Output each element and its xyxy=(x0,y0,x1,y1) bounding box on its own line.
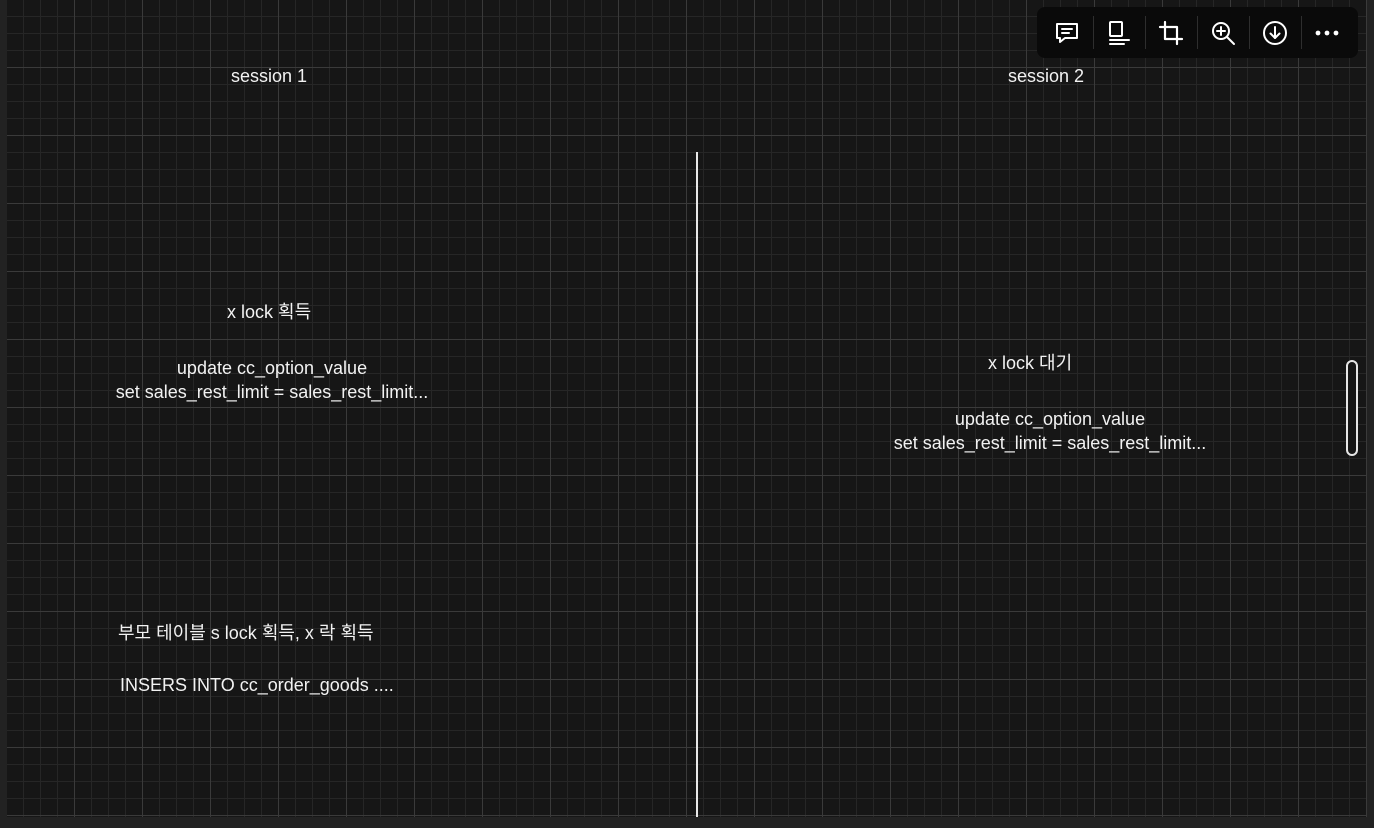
download-button[interactable] xyxy=(1249,7,1301,58)
session-2-update-sql: update cc_option_value set sales_rest_li… xyxy=(893,409,1207,453)
session-2-lock-heading: x lock 대기 xyxy=(988,353,1073,373)
more-icon xyxy=(1313,19,1341,47)
download-icon xyxy=(1261,19,1289,47)
vertical-scrollbar[interactable] xyxy=(1346,360,1358,456)
zoom-button[interactable] xyxy=(1197,7,1249,58)
session-1-parent-lock-heading: 부모 테이블 s lock 획득, x 락 획득 xyxy=(118,623,374,643)
whiteboard-canvas[interactable]: session 1 session 2 x lock 획득 update cc_… xyxy=(7,0,1367,817)
session-1-lock-heading: x lock 획득 xyxy=(227,302,312,322)
session-1-update-sql: update cc_option_value set sales_rest_li… xyxy=(115,358,429,402)
align-icon xyxy=(1105,19,1133,47)
crop-button[interactable] xyxy=(1145,7,1197,58)
image-toolbar xyxy=(1037,7,1358,58)
crop-icon xyxy=(1157,19,1185,47)
session-1-insert-sql: INSERS INTO cc_order_goods .... xyxy=(120,675,394,695)
session-2-title: session 2 xyxy=(1008,66,1085,86)
comment-icon xyxy=(1053,19,1081,47)
more-button[interactable] xyxy=(1301,7,1353,58)
session-1-title: session 1 xyxy=(231,66,308,86)
align-button[interactable] xyxy=(1093,7,1145,58)
zoom-in-icon xyxy=(1209,19,1237,47)
comment-button[interactable] xyxy=(1041,7,1093,58)
session-divider-line xyxy=(696,152,698,817)
